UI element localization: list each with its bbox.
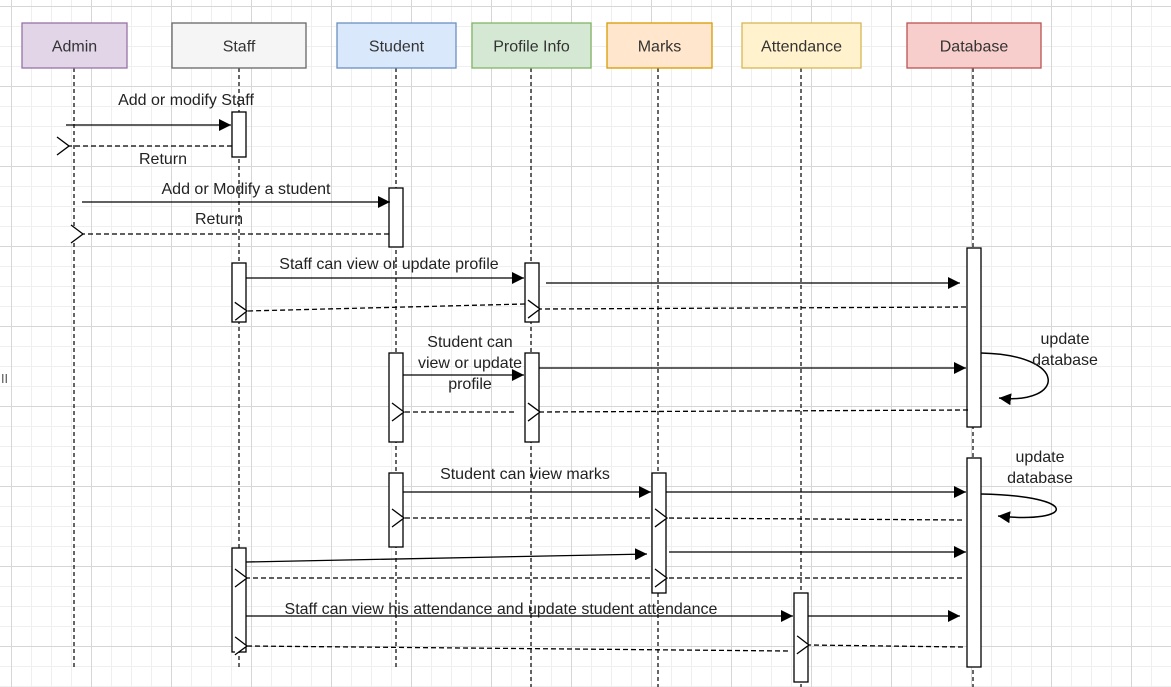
msg-staff-to-marks[interactable] — [245, 548, 648, 563]
participant-attendance[interactable]: Attendance — [741, 22, 862, 69]
participant-staff[interactable]: Staff — [171, 22, 307, 69]
participant-attendance-box — [741, 22, 862, 69]
activation-profile-2[interactable] — [524, 352, 540, 443]
activation-staff-3[interactable] — [231, 547, 247, 653]
participant-profile-info-label: Profile Info — [493, 39, 570, 56]
participant-staff-box — [171, 22, 307, 69]
label-add-or-modify-staff: Add or modify Staff — [118, 92, 254, 109]
participant-student[interactable]: Student — [336, 22, 457, 69]
label-student-view-marks: Student can view marks — [440, 466, 610, 483]
lifelines — [73, 68, 974, 687]
participant-profile-info[interactable]: Profile Info — [471, 22, 592, 69]
label-staff-view-attendance: Staff can view his attendance and update… — [285, 601, 718, 618]
participant-student-label: Student — [369, 39, 425, 56]
activation-student-3[interactable] — [388, 472, 404, 548]
ret-attendance-to-staff[interactable] — [247, 646, 789, 651]
activation-attendance-1[interactable] — [793, 592, 809, 683]
activation-profile-1[interactable] — [524, 262, 540, 323]
participant-admin[interactable]: Admin — [21, 22, 128, 69]
self-loop-database-2[interactable] — [980, 493, 1057, 524]
participant-staff-label: Staff — [223, 39, 256, 56]
label-return-2: Return — [195, 211, 243, 228]
activation-database-1[interactable] — [966, 247, 982, 428]
ret-database-to-marks-1[interactable] — [667, 518, 963, 520]
call-messages — [66, 119, 966, 622]
participant-database-box — [906, 22, 1042, 69]
return-messages — [69, 146, 969, 651]
ret-profile-to-staff[interactable] — [247, 304, 526, 311]
ret-database-to-attendance[interactable] — [809, 645, 964, 647]
participant-admin-box — [21, 22, 128, 69]
participant-admin-label: Admin — [52, 39, 97, 56]
participant-student-box — [336, 22, 457, 69]
participant-database[interactable]: Database — [906, 22, 1042, 69]
activation-staff-1[interactable] — [231, 111, 247, 158]
participant-attendance-label: Attendance — [761, 39, 842, 56]
label-add-or-modify-student: Add or Modify a student — [162, 181, 332, 198]
participant-profile-info-box — [471, 22, 592, 69]
label-staff-view-update-profile: Staff can view or update profile — [279, 256, 498, 273]
participant-database-label: Database — [940, 39, 1009, 56]
activation-database-2[interactable] — [966, 457, 982, 668]
participant-marks-box — [606, 22, 713, 69]
self-loops — [980, 352, 1057, 524]
panel-resize-handle[interactable]: II — [1, 372, 9, 386]
activation-student-1[interactable] — [388, 187, 404, 248]
activation-staff-2[interactable] — [231, 262, 247, 323]
activation-student-2[interactable] — [388, 352, 404, 443]
self-loop-database-1[interactable] — [980, 352, 1049, 406]
activation-marks-1[interactable] — [651, 472, 667, 594]
ret-database-to-profile-1[interactable] — [540, 307, 967, 309]
message-labels: Add or modify Staff Return Add or Modify… — [118, 92, 1098, 618]
ret-database-to-profile-2[interactable] — [540, 410, 969, 412]
participant-marks-label: Marks — [638, 39, 682, 56]
activation-bars — [231, 111, 982, 683]
label-return-1: Return — [139, 151, 187, 168]
participant-marks[interactable]: Marks — [606, 22, 713, 69]
